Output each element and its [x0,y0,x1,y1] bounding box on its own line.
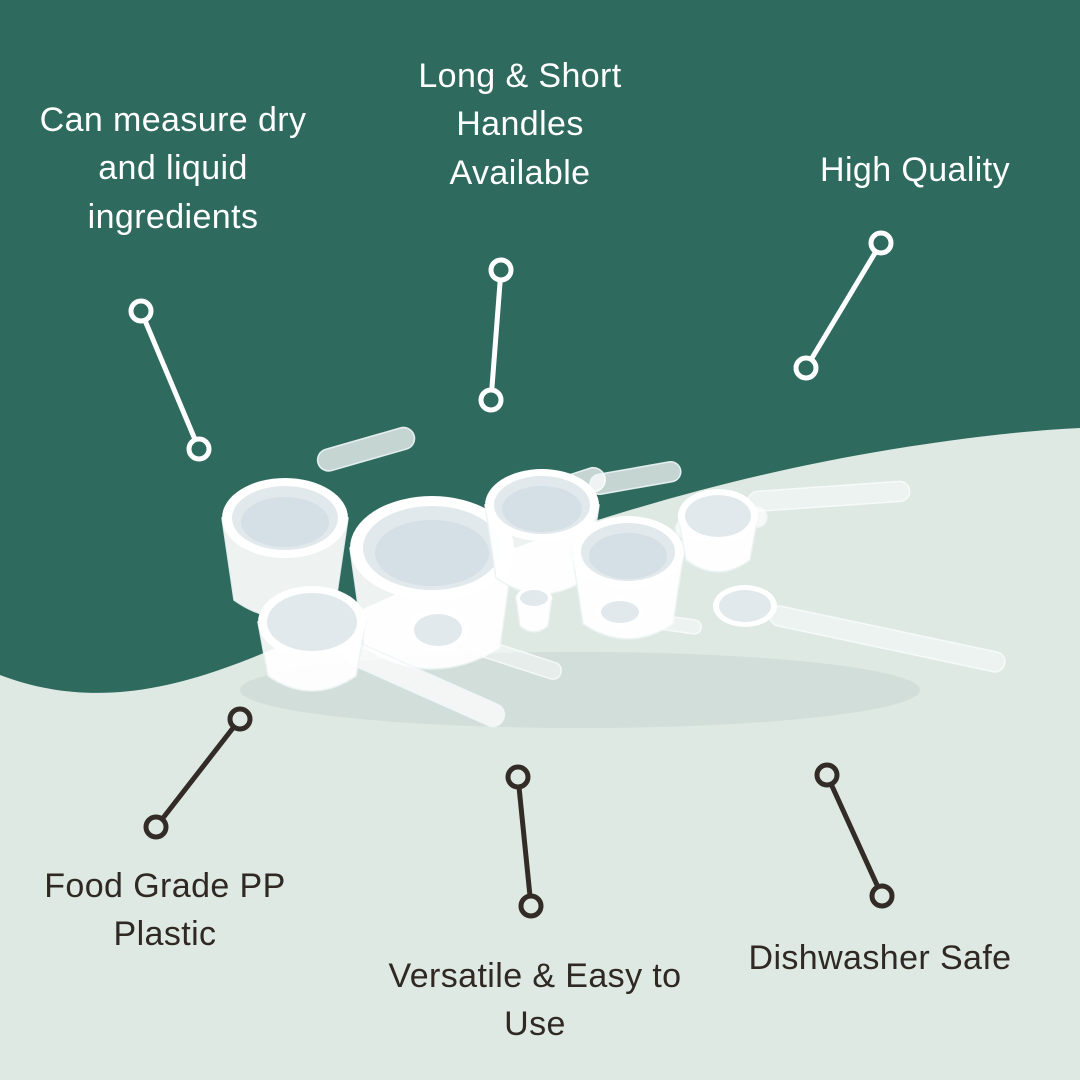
scoop-handle [316,426,416,472]
callout-measure-dry-liquid: Can measure dry and liquid ingredients [39,101,307,236]
measuring-cup [221,478,349,619]
measuring-cup [349,496,515,670]
callout-dot [143,814,169,840]
callout-versatile-easy-use: Versatile & Easy to Use [388,957,682,1044]
measuring-spoon [713,585,777,627]
connector-dishwasher [814,762,895,909]
callout-dot [814,762,840,788]
callout-long-short-handles: Long & Short Handles Available [418,57,622,192]
callout-dot [128,298,154,324]
callout-dot [793,355,819,381]
connector-food-grade [143,706,253,840]
measuring-spoon [596,597,644,627]
callout-high-quality: High Quality [820,151,1010,189]
callout-dot [478,387,504,413]
callout-dot [186,436,212,462]
connector-versatile [505,764,544,919]
callout-dot [505,764,531,790]
wave-background [0,428,1080,1080]
callout-food-grade-plastic: Food Grade PP Plastic [44,867,286,954]
measuring-spoon [408,609,468,651]
measuring-scoop [257,586,367,692]
measuring-scoop [677,489,759,573]
callout-dot [518,893,544,919]
mini-measuring-cup [515,587,553,633]
connector-handles [478,257,514,413]
scoop-handle [589,461,682,496]
callout-dishwasher-safe: Dishwasher Safe [748,939,1012,977]
callout-dot [227,706,253,732]
connector-measure [128,298,212,462]
callout-dot [869,883,895,909]
connector-quality [793,230,894,381]
product-photo-measuring-scoops [221,426,1006,728]
measuring-cup [484,469,600,595]
callout-dot [868,230,894,256]
callout-dot [488,257,514,283]
spoon-handle [542,552,583,585]
